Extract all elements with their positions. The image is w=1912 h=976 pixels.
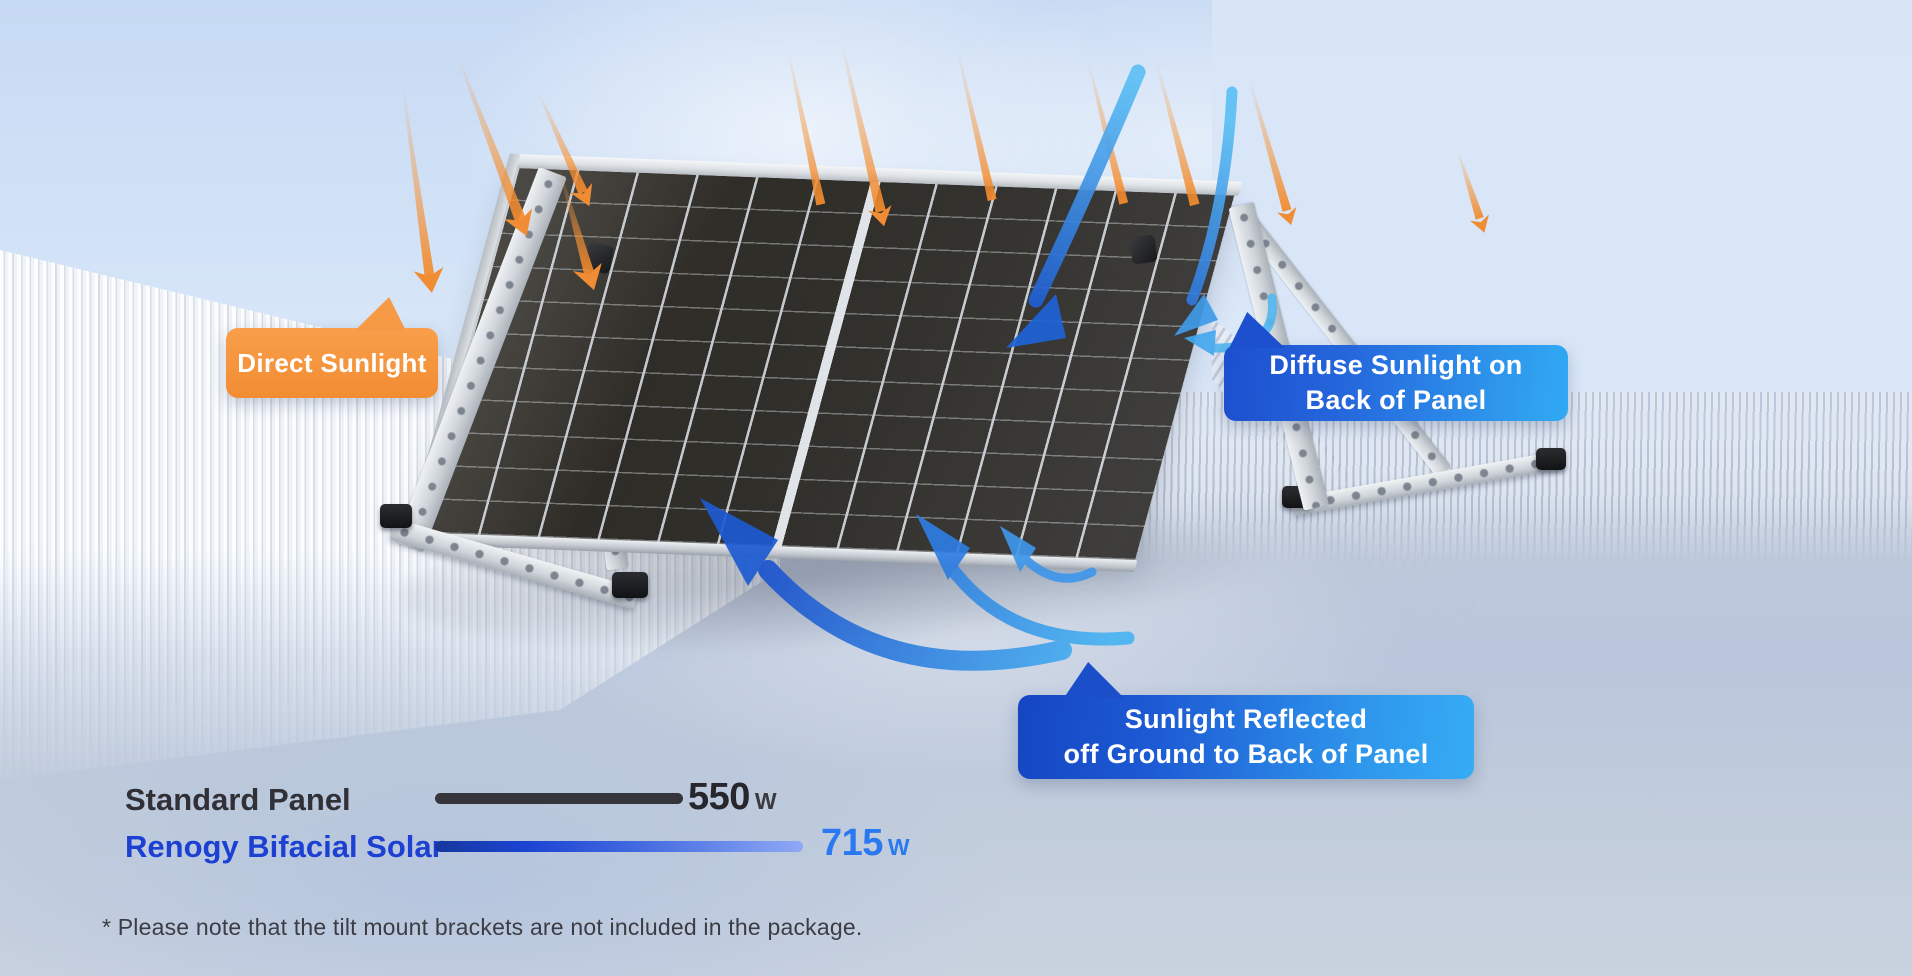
chart-bar-standard	[435, 793, 683, 804]
callout-label: off Ground to Back of Panel	[1063, 739, 1429, 769]
chart-value-unit: W	[887, 834, 910, 860]
chart-bar-renogy	[435, 841, 803, 852]
chart-value: 550 W	[688, 776, 777, 819]
rubber-foot	[612, 572, 648, 598]
callout-label: Back of Panel	[1305, 385, 1487, 415]
rubber-foot	[380, 504, 412, 528]
chart-row-label: Renogy Bifacial Solar	[125, 829, 444, 864]
chart-value: 715 W	[821, 822, 910, 865]
callout-direct-sunlight: Direct Sunlight	[226, 297, 438, 398]
callout-label: Direct Sunlight	[237, 347, 427, 378]
callout-reflected-sunlight: Sunlight Reflected off Ground to Back of…	[1018, 662, 1474, 779]
chart-row-label: Standard Panel	[125, 782, 351, 817]
rubber-foot	[1536, 448, 1566, 470]
callout-label: Diffuse Sunlight on	[1269, 349, 1523, 380]
callout-diffuse-sunlight: Diffuse Sunlight on Back of Panel	[1224, 312, 1568, 421]
reflected-arrow-icon	[700, 498, 1135, 671]
footnote: * Please note that the tilt mount bracke…	[102, 914, 863, 940]
callout-label: Sunlight Reflected	[1124, 703, 1368, 734]
chart-value-number: 715	[821, 822, 883, 864]
chart-value-unit: W	[754, 788, 777, 814]
diffuse-arrow-icon	[1006, 64, 1277, 356]
chart-value-number: 550	[688, 776, 750, 818]
